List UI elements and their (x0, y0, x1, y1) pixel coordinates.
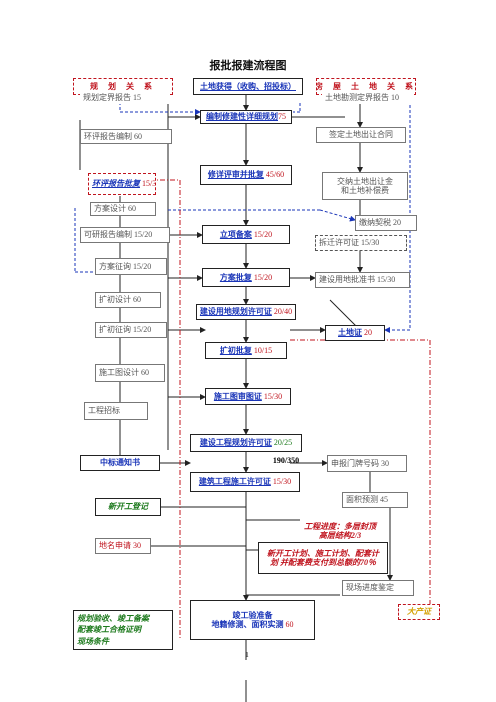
area-predict-label: 面积预测 45 (346, 495, 388, 505)
deed-tax: 缴纳契税 20 (355, 215, 417, 231)
boundary-report: 土地勘测定界报告 10 (322, 92, 414, 104)
progress-note-line1: 工程进度：多层封顶 (304, 521, 376, 531)
page-title: 报批报建流程图 (209, 60, 287, 72)
final-accept-label: 规划验收、竣工备案 配套竣工合格证明 现场条件 (77, 613, 149, 646)
planning-report-label: 规划定界报告 15 (83, 93, 141, 103)
construction-drawing: 施工图设计 60 (95, 364, 165, 382)
design-review: 修详评审并批复 45/60 (200, 165, 292, 185)
door-number-label: 申报门牌号码 30 (331, 458, 389, 468)
name-apply-label: 地名申请 30 (99, 541, 141, 551)
scheme-approval: 方案批复 15/20 (202, 268, 290, 287)
new-register: 新开工登记 (95, 498, 161, 516)
page-number: 1 (240, 650, 254, 660)
header-land: 土地获得（收购、招投标） (193, 78, 303, 95)
progress-note-line2: 高层结构2/3 (318, 531, 362, 540)
survey-label: 地籍修测、面积实测 (211, 620, 284, 629)
land-cert-time: 20 (364, 328, 372, 338)
drawing-review: 施工图审图证 15/30 (205, 388, 291, 405)
detailed-plan-time: 75 (278, 112, 286, 122)
site-progress: 现场进度鉴定 (342, 580, 414, 596)
deed-tax-label: 缴纳契税 20 (359, 218, 401, 228)
planning-report: 规划定界报告 15 (80, 92, 170, 104)
land-use-approval: 建设用地批准书 15/30 (315, 272, 410, 288)
land-permit-label: 建设用地规划许可证 (199, 307, 272, 317)
land-contract-label: 签定土地出让合同 (329, 130, 393, 140)
detailed-plan-label: 编制修建性详细规划 (206, 112, 278, 122)
progress-note: 工程进度：多层封顶 高层结构2/3 (285, 518, 395, 544)
plan-note-line2: 划 并配套费支付到总额的70％ (270, 558, 376, 567)
name-apply: 地名申请 30 (95, 538, 151, 554)
feasibility-label: 可研报告编制 15/20 (84, 230, 153, 240)
env-approval: 环评报告批复 15/30 (88, 173, 156, 195)
plan-note: 新开工计划、施工计划、配套计 划 并配套费支付到总额的70％ (258, 542, 388, 574)
feasibility-report: 可研报告编制 15/20 (80, 227, 170, 243)
expand-consult-label: 扩初征询 15/20 (99, 325, 152, 335)
project-planning-permit: 建设工程规划许可证 20/25 (190, 434, 302, 452)
header-land-label: 土地获得（收购、招投标） (200, 81, 296, 91)
project-permit-label: 建设工程规划许可证 (199, 438, 272, 448)
expand-approval: 扩初批复 10/15 (205, 342, 287, 359)
env-approval-time: 15/30 (142, 179, 156, 189)
project-register-label: 立项备案 (219, 229, 252, 239)
project-register-time: 15/20 (253, 229, 273, 239)
ratio-label: 190/350 (258, 455, 314, 467)
env-report-label: 环评报告编制 60 (84, 131, 142, 141)
demolition-permit-label: 拆迁许可证 15/30 (319, 238, 380, 248)
scheme-design: 方案设计 60 (90, 202, 156, 216)
construction-permit: 建筑工程施工许可证 15/30 (190, 472, 300, 492)
design-review-time: 45/60 (265, 170, 285, 180)
demolition-permit: 拆迁许可证 15/30 (315, 235, 407, 251)
expand-approval-label: 扩初批复 (219, 345, 252, 355)
boundary-report-label: 土地勘测定界报告 10 (325, 93, 399, 103)
expand-design: 扩初设计 60 (95, 292, 161, 308)
construction-permit-time: 15/30 (272, 477, 292, 487)
env-approval-label: 环评报告批复 (92, 179, 140, 189)
final-acceptance: 规划验收、竣工备案 配套竣工合格证明 现场条件 (73, 610, 173, 650)
construction-permit-label: 建筑工程施工许可证 (198, 477, 271, 487)
expand-consult: 扩初征询 15/20 (95, 322, 167, 338)
plan-note-line1: 新开工计划、施工计划、配套计 (267, 548, 379, 558)
drawing-review-label: 施工图审图证 (213, 391, 262, 401)
header-housing-label: 房 屋 土 地 关 系 (316, 81, 416, 91)
scheme-approval-time: 15/20 (253, 272, 273, 282)
expand-design-label: 扩初设计 60 (99, 295, 141, 305)
completion-prep: 竣工验准备 地籍修测、面积实测 60 (190, 600, 315, 640)
site-progress-label: 现场进度鉴定 (346, 583, 394, 593)
door-number: 申报门牌号码 30 (327, 455, 407, 472)
project-register: 立项备案 15/20 (202, 225, 290, 244)
big-cert-label: 大产证 (407, 607, 431, 617)
project-permit-time: 20/25 (273, 438, 293, 448)
prep-label: 竣工验准备 (232, 610, 273, 620)
tender-label: 工程招标 (88, 406, 120, 416)
new-register-label: 新开工登记 (108, 502, 148, 512)
ratio-value: 190/350 (272, 456, 300, 466)
scheme-approval-label: 方案批复 (219, 272, 252, 282)
area-predict: 面积预测 45 (342, 492, 408, 508)
expand-approval-time: 10/15 (253, 345, 273, 355)
engineering-tender: 工程招标 (84, 402, 148, 420)
land-use-approval-label: 建设用地批准书 15/30 (319, 275, 396, 285)
drawing-review-time: 15/30 (263, 391, 283, 401)
big-certificate: 大产证 (398, 604, 440, 620)
page-number-value: 1 (245, 650, 249, 659)
design-review-label: 修详评审并批复 (207, 170, 264, 180)
land-contract: 签定土地出让合同 (316, 127, 406, 143)
pay-fee-line1: 交纳土地出让金 (337, 176, 393, 186)
land-cert-label: 土地证 (338, 328, 362, 338)
land-fee-payment: 交纳土地出让金 和土地补偿费 (322, 172, 408, 200)
construction-drawing-label: 施工图设计 60 (99, 368, 149, 378)
scheme-consult: 方案征询 15/20 (95, 258, 167, 275)
survey-time: 60 (285, 620, 294, 629)
env-report: 环评报告编制 60 (80, 129, 172, 144)
header-planning-label: 规 划 关 系 (90, 81, 156, 91)
bid-notice: 中标通知书 (80, 455, 160, 471)
land-certificate: 土地证 20 (325, 325, 385, 341)
land-planning-permit: 建设用地规划许可证 20/40 (196, 304, 296, 320)
land-permit-time: 20/40 (273, 307, 293, 317)
bid-notice-label: 中标通知书 (100, 458, 140, 468)
detailed-plan: 编制修建性详细规划 75 (200, 110, 292, 124)
pay-fee-line2: 和土地补偿费 (341, 186, 389, 195)
scheme-design-label: 方案设计 60 (94, 204, 136, 214)
scheme-consult-label: 方案征询 15/20 (99, 261, 152, 271)
